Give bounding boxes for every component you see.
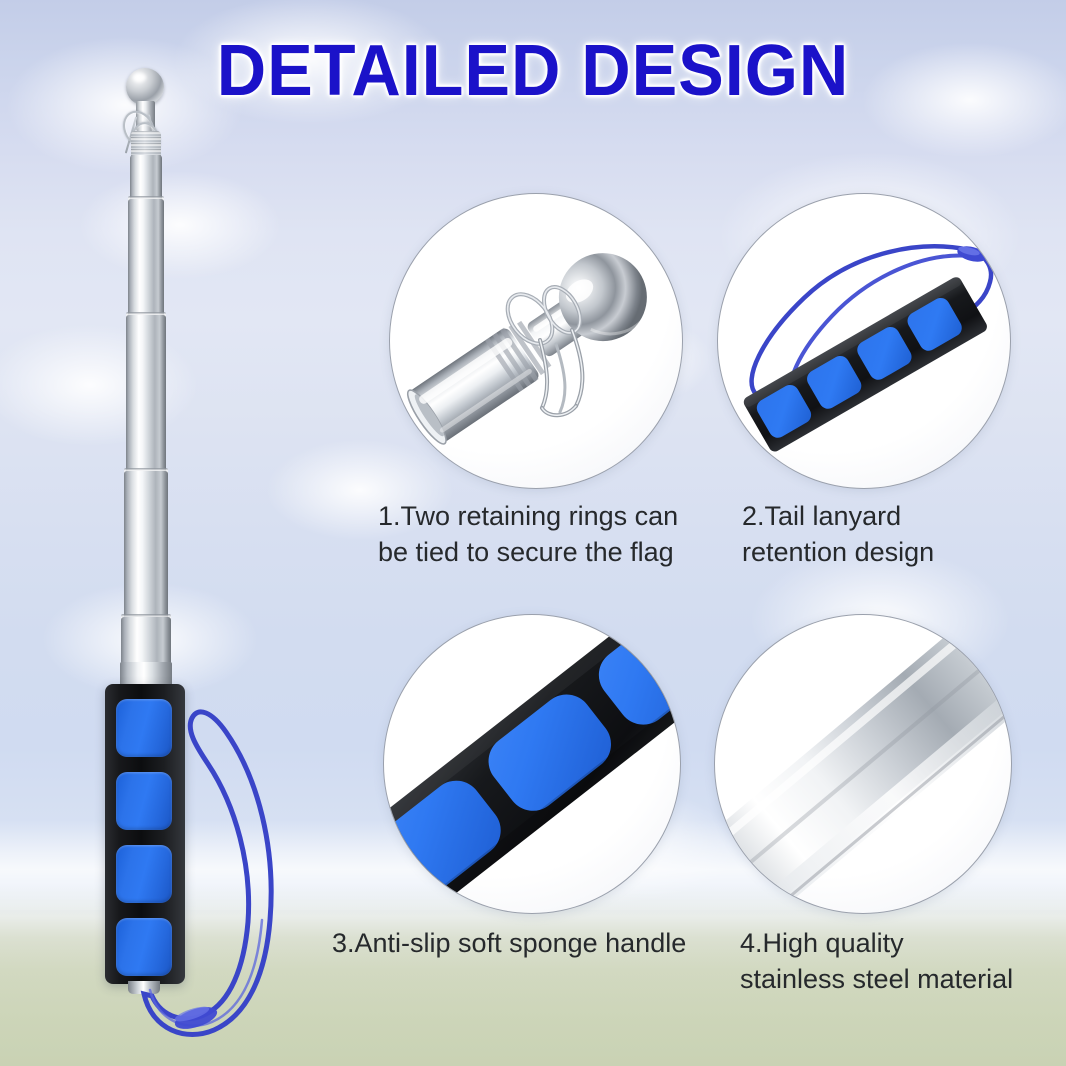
pole-segment	[126, 315, 166, 475]
detail-circle-1	[389, 193, 683, 489]
stainless-tube-macro-illustration	[715, 615, 1011, 913]
lanyard-closeup-illustration	[743, 244, 994, 452]
detail-circle-2	[717, 193, 1011, 489]
grip-pad	[116, 699, 172, 757]
handle-end-cap	[128, 981, 160, 994]
grip-pad	[116, 845, 172, 903]
detail-caption-1: 1.Two retaining rings can be tied to sec…	[378, 501, 679, 567]
detail-caption-3: 3.Anti-slip soft sponge handle	[332, 928, 687, 958]
pole-segment	[130, 155, 162, 203]
detail-caption-2: 2.Tail lanyard retention design	[742, 501, 935, 567]
lanyard-strap	[140, 709, 274, 1037]
page-title: DETAILED DESIGN	[216, 31, 850, 111]
detail-circle-3	[383, 614, 681, 914]
finial-closeup-illustration	[406, 253, 647, 445]
grip-pad	[116, 772, 172, 830]
detail-caption-4: 4.High quality stainless steel material	[740, 928, 1014, 994]
threaded-collar	[131, 131, 161, 157]
ball-finial	[126, 68, 164, 106]
pole-segment	[128, 199, 164, 319]
pole-segment	[124, 471, 168, 621]
sponge-handle	[105, 684, 185, 984]
grip-pad	[116, 918, 172, 976]
detail-circle-4	[714, 614, 1012, 914]
sponge-grip-macro-illustration	[384, 615, 680, 913]
product-pole-full-view	[0, 0, 340, 1066]
handle-ferrule	[120, 662, 172, 686]
